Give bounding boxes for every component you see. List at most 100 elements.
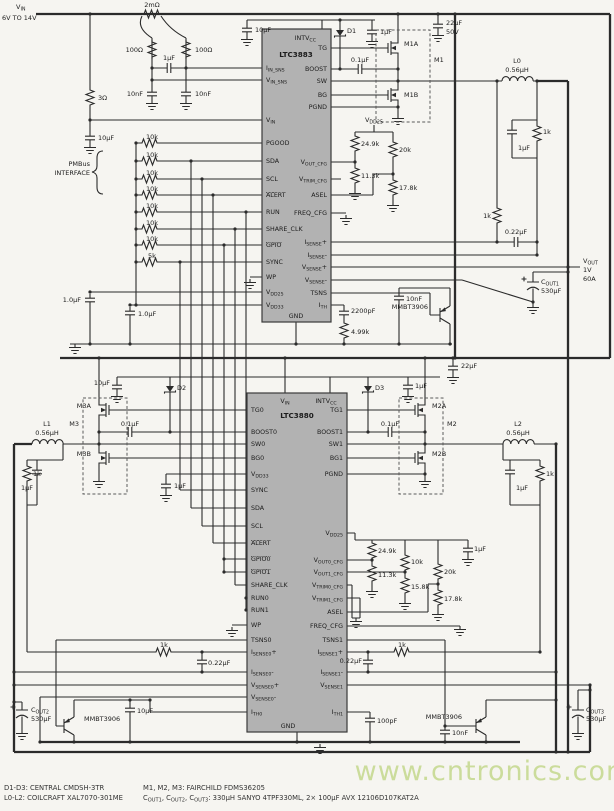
ic1-pin-scl: SCL	[266, 176, 278, 183]
cvdd25-value: 1.0µF	[63, 296, 81, 304]
ic1-pin-tg: TG	[317, 45, 327, 52]
rcomp-value: 4.99k	[351, 328, 369, 336]
note-mosfets: M1, M2, M3: FAIRCHILD FDMS36205	[143, 784, 265, 792]
ic1-pin-pgood: PGOOD	[266, 140, 290, 147]
m2-label: M2	[447, 420, 457, 428]
ic2-pin-vin: VIN	[280, 398, 290, 407]
capacitor-0p22uF-sense1	[362, 655, 374, 669]
inductor-l1	[31, 439, 64, 445]
ic1-pin-vout-cfg: VOUT_CFG	[301, 159, 328, 168]
capacitor-10uF-intvcc	[241, 23, 253, 37]
ic1-pin-isense-n: ISENSE-	[307, 252, 327, 261]
mosfet-box-m1	[375, 29, 431, 123]
ic1-pin-gnd: GND	[289, 313, 304, 320]
rp-pgood: 10k	[146, 133, 158, 141]
ic2-pin-shareclk: SHARE_CLK	[251, 582, 288, 589]
resistor-11p3k-top	[350, 165, 360, 186]
ic1-pin-freq-cfg: FREQ_CFG	[294, 210, 327, 217]
mosfet-m2b	[408, 447, 426, 469]
transistor-mmbt3906-left	[55, 716, 75, 736]
cbulk-value: 22µF	[446, 19, 462, 27]
ic1-pin-pgnd: PGND	[309, 104, 327, 111]
resistor-1k-sense-top	[492, 205, 502, 226]
cdcr0-value: 1µF	[21, 484, 33, 492]
capacitor-boost0	[123, 426, 137, 438]
m3-label: M3	[69, 420, 79, 428]
ic1-pin-vtrim-cfg: VTRIM_CFG	[299, 176, 327, 185]
ground-icon	[418, 477, 432, 489]
mosfet-m3a	[98, 399, 116, 421]
cfilt-value: 1µF	[163, 54, 175, 62]
ground-icon	[571, 729, 585, 741]
capacitor-1uF-intvcc-bottom	[402, 380, 414, 394]
ground-icon	[68, 343, 82, 355]
cdcr1-value: 1µF	[516, 484, 528, 492]
inductor-l0	[501, 76, 534, 82]
capacitor-100pF	[364, 713, 376, 727]
ic2-pin-bg1: BG1	[330, 455, 343, 462]
ctsns0-value: 10µF	[137, 707, 153, 715]
c10nb-value: 10nF	[195, 90, 211, 98]
cout3-label: COUT3	[586, 706, 604, 716]
mosfet-m2a	[408, 399, 426, 421]
ic2-pin-vout0-cfg: VOUT0_CFG	[314, 557, 344, 566]
ground-icon	[83, 143, 97, 155]
capacitor-22uF-bulk	[432, 19, 444, 33]
ic2-pin-wp: WP	[251, 622, 261, 629]
resistor-20k-bottom	[433, 561, 443, 582]
m1a-label: M1A	[404, 40, 419, 48]
cintvcc-bottom-value: 1µF	[415, 382, 427, 390]
rsense-value: 2mΩ	[144, 1, 159, 9]
q1-label: MMBT3906	[392, 303, 428, 311]
cout1-value: 530µF	[541, 287, 562, 295]
ic2-pin-vtrim1-cfg: VTRIM1_CFG	[312, 595, 343, 604]
cintvcc2-value: 1µF	[380, 28, 392, 36]
l0-value: 0.56µH	[505, 66, 529, 74]
d1-label: D1	[347, 27, 356, 35]
note-capacitors: COUT1, COUT2, COUT3: 330µH SANYO 4TPF330…	[143, 794, 419, 804]
rcfg3-bottom: 20k	[444, 568, 456, 576]
capacitor-10nF-right	[439, 725, 451, 739]
ground-icon	[92, 477, 106, 489]
capacitor-2200pF	[338, 306, 350, 320]
ic2-pin-sw1: SW1	[329, 441, 343, 448]
rp-run: 10k	[146, 202, 158, 210]
junction-dots	[12, 12, 592, 754]
rcfg2-top: 20k	[399, 146, 411, 154]
ground-icon	[446, 373, 460, 385]
capacitor-10uF-vin	[84, 131, 96, 145]
ic1-pin-tsns: TSNS	[309, 290, 327, 297]
capacitor-1uF-dcr-top	[506, 125, 518, 139]
resistor-24p9k-bottom	[367, 540, 377, 561]
resistor-10k-bottom	[400, 552, 410, 573]
resistor-1k-sense1	[391, 647, 412, 657]
l0-label: L0	[513, 57, 521, 65]
resistor-17p8k-bottom	[433, 587, 443, 608]
ground-icon	[225, 626, 239, 638]
ic1-pin-vsense-n: VSENSE-	[305, 277, 327, 286]
capacitor-boost1	[383, 426, 397, 438]
m2a-label: M2A	[432, 402, 447, 410]
ic2-pin-vdd33: VDD33	[251, 471, 269, 480]
ground-icon	[391, 114, 405, 126]
rcfg4-top: 17.8k	[399, 184, 417, 192]
note-inductors: L0-L2: COILCRAFT XAL7070-301ME	[4, 794, 123, 802]
ic2-pin-isense0-p: ISENSE0+	[251, 649, 277, 658]
mosfet-box-m3	[82, 397, 128, 495]
resistor-3ohm	[85, 87, 95, 108]
resistor-4p99k	[339, 320, 349, 341]
rdcr1-value: 1k	[546, 470, 554, 478]
ic2-pin-isense1-p: ISENSE1+	[317, 649, 343, 658]
ic2-pin-pgnd: PGND	[325, 471, 343, 478]
watermark: www.cntronics.com	[355, 756, 614, 787]
power-rails	[12, 12, 612, 754]
capacitor-1uF-vdd25	[84, 293, 96, 307]
ic-ltc3883	[261, 28, 332, 323]
resistor-17p8k-top	[388, 177, 398, 198]
ic1-pin-iin-sns: IIN_SNS	[266, 65, 285, 74]
ground-icon	[240, 35, 254, 47]
capacitor-10uF-bottom	[111, 380, 123, 394]
m2b-label: M2B	[432, 450, 446, 458]
